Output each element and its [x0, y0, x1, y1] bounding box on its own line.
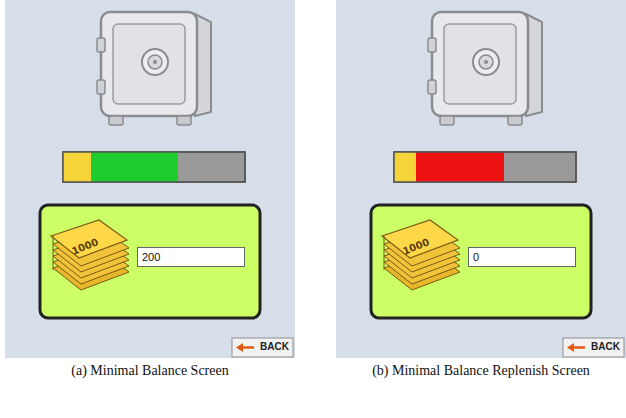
figure-caption: (b) Minimal Balance Replenish Screen: [336, 362, 626, 379]
banknote-value: 1000: [385, 230, 447, 263]
balance-field: 0: [468, 247, 576, 267]
back-button: BACK: [563, 338, 624, 357]
field-value: 0: [469, 248, 575, 267]
screen-panel: 01000BACK(b) Minimal Balance Replenish S…: [336, 0, 626, 358]
balance-box: 0 1000: [371, 205, 591, 318]
button-label: BACK: [260, 341, 289, 353]
button-label: BACK: [591, 341, 620, 353]
screen-panel: 2001000BACK(a) Minimal Balance Screen: [5, 0, 295, 358]
back-button: BACK: [232, 338, 293, 357]
banknote-value: 1000: [54, 230, 116, 263]
field-value: 200: [138, 248, 244, 267]
balance-box: 200 1000: [40, 205, 260, 318]
balance-field: 200: [137, 247, 245, 267]
figure-caption: (a) Minimal Balance Screen: [5, 362, 295, 379]
